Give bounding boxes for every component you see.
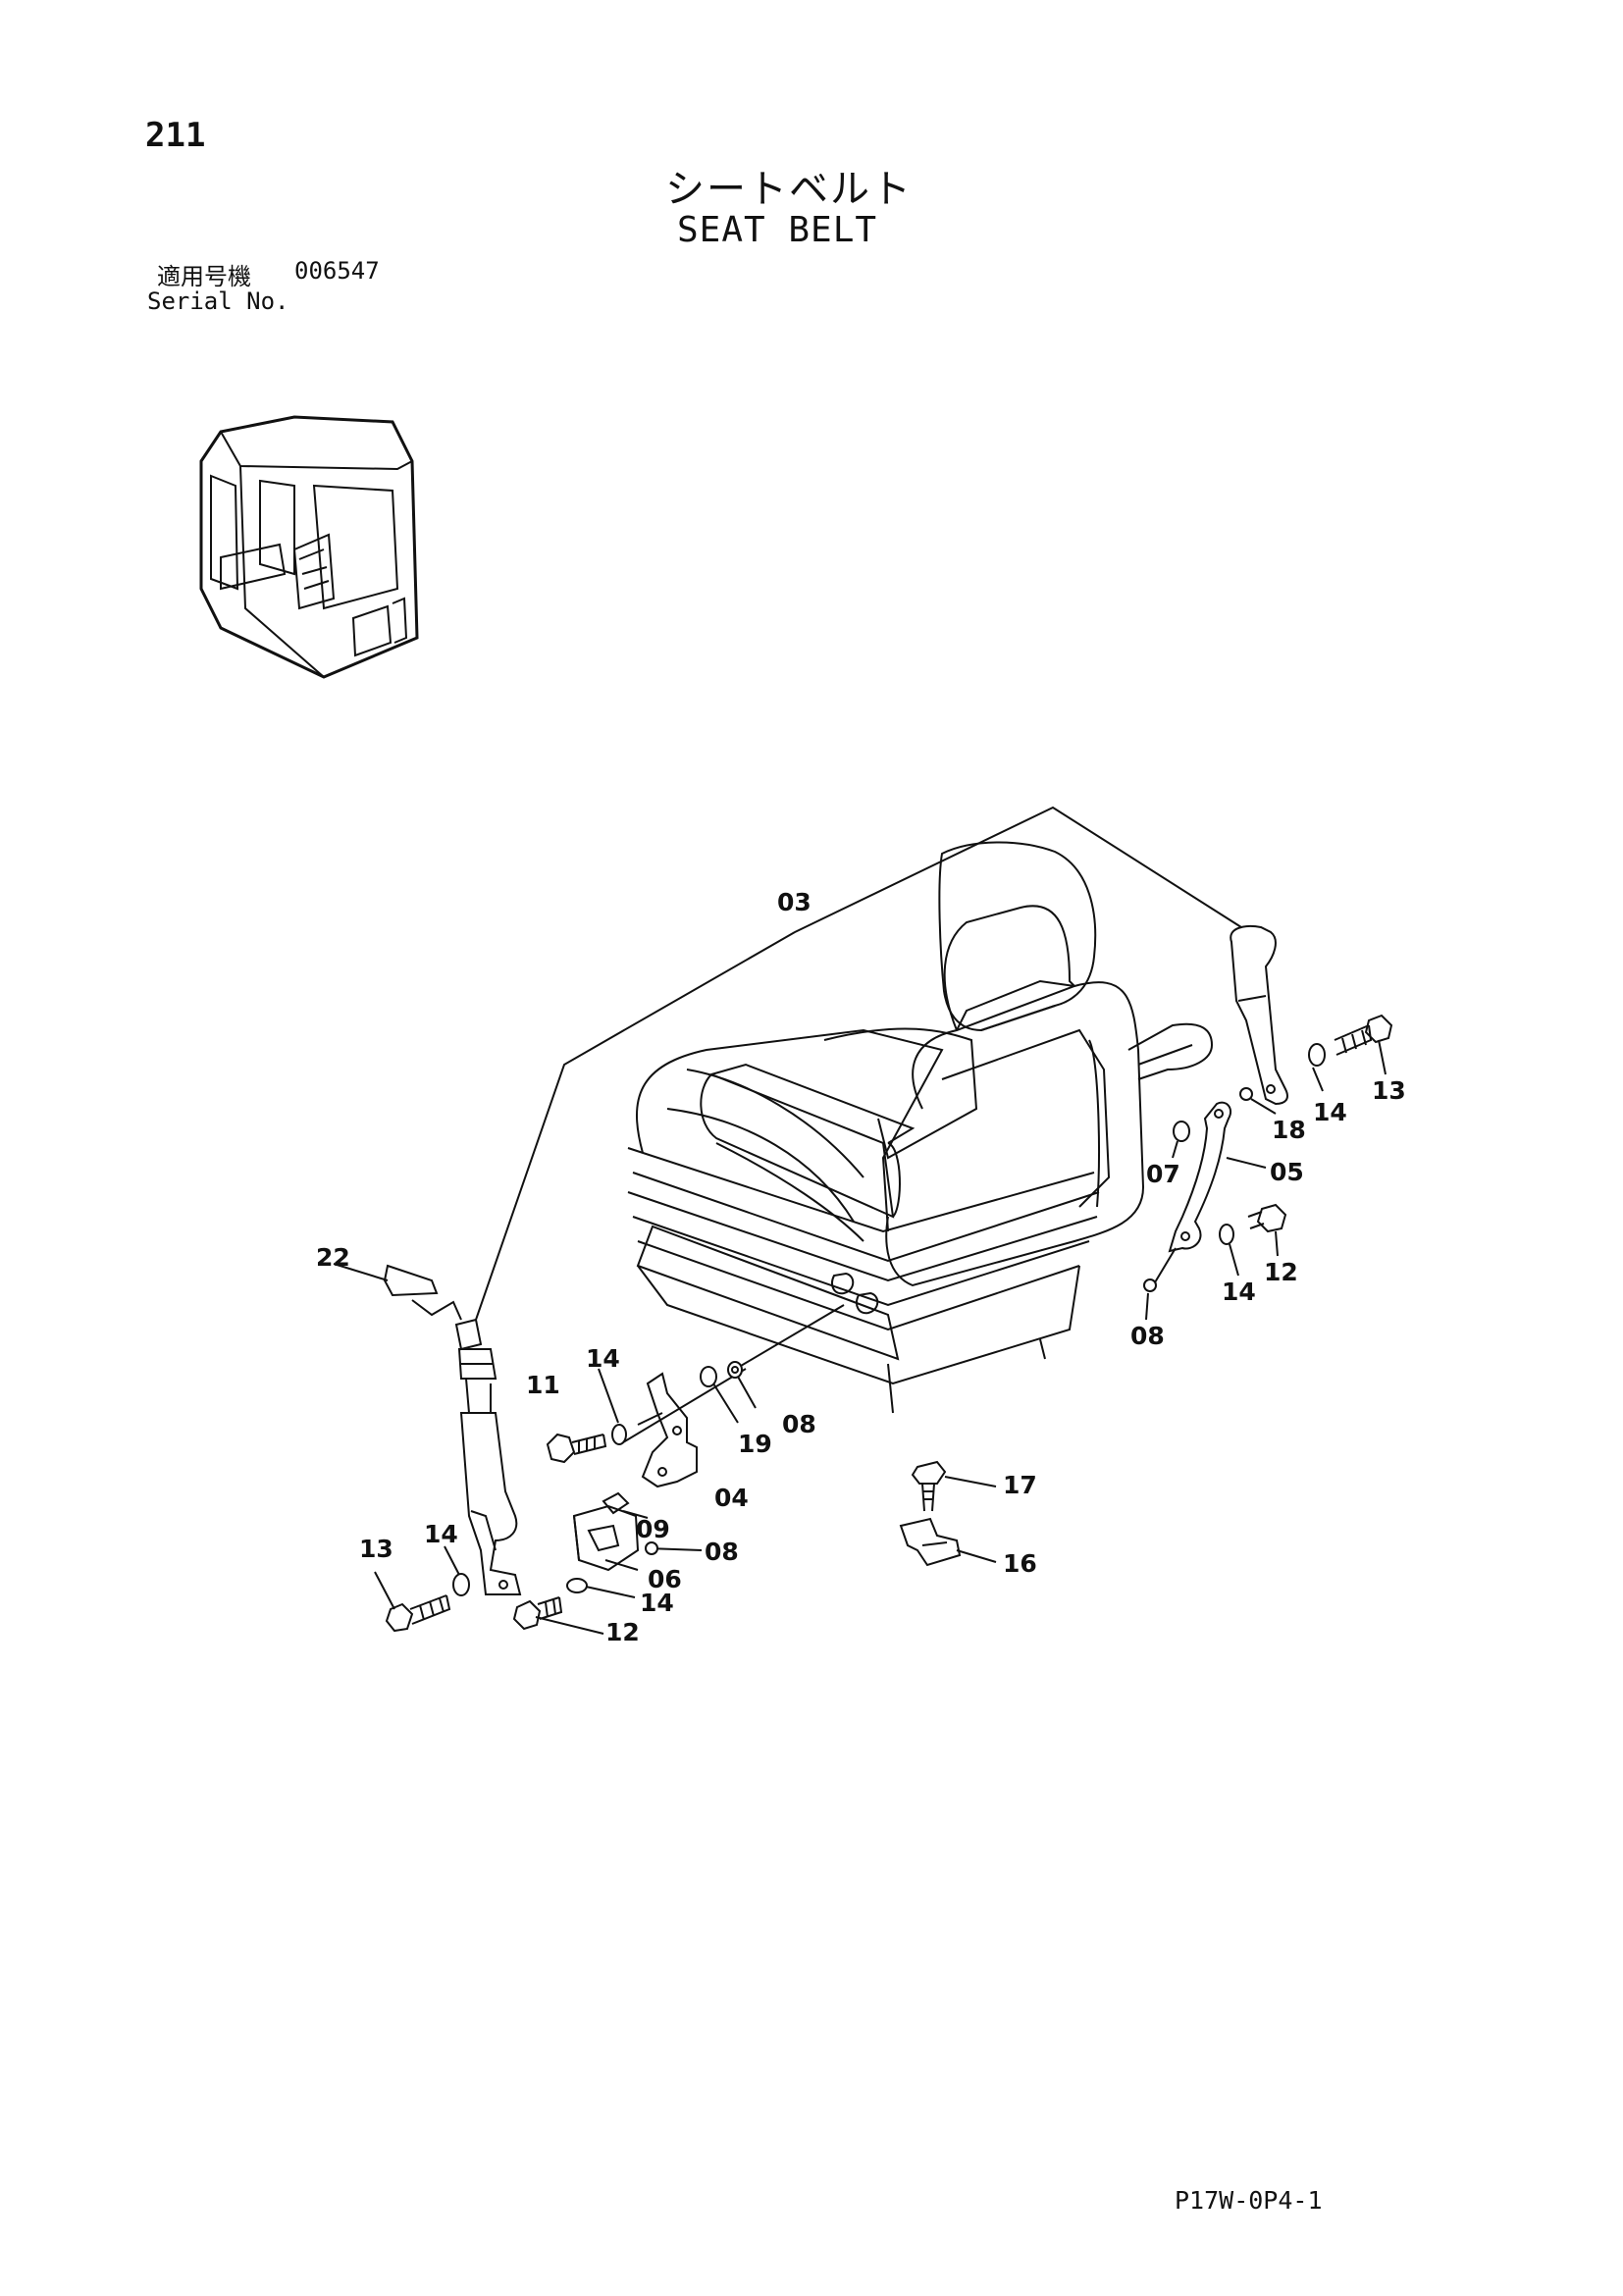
part-12-bolt-right <box>1219 1203 1287 1277</box>
part-13-bolt-left <box>374 1545 470 1633</box>
callout-07: 07 <box>1146 1160 1180 1188</box>
seat-assembly <box>627 841 1214 1414</box>
callout-14-c: 14 <box>424 1520 458 1548</box>
callout-08-c: 08 <box>1130 1322 1165 1350</box>
part-11-bolt <box>546 1424 627 1464</box>
part-05-strap <box>1168 1101 1267 1253</box>
title-japanese: シートベルト <box>665 167 913 212</box>
callout-13-b: 13 <box>1372 1076 1406 1105</box>
callout-22: 22 <box>316 1243 350 1272</box>
callout-18: 18 <box>1272 1116 1306 1144</box>
callout-19: 19 <box>738 1430 772 1458</box>
part-13-bolt-right <box>1308 1014 1393 1092</box>
leader-19-08 <box>712 1376 757 1424</box>
callout-12-b: 12 <box>1264 1258 1298 1286</box>
callout-16: 16 <box>1003 1549 1037 1578</box>
callout-06: 06 <box>648 1565 682 1593</box>
callout-14-b: 14 <box>640 1589 674 1617</box>
leader-03 <box>475 806 1242 1321</box>
part-19-washer <box>700 1304 845 1387</box>
callout-08-a: 08 <box>782 1410 816 1438</box>
part-04-bracket <box>641 1372 698 1488</box>
page-number: 211 <box>145 116 206 155</box>
callout-11: 11 <box>526 1371 560 1399</box>
part-16-bracket <box>899 1517 997 1567</box>
part-07-spacer <box>1172 1121 1190 1159</box>
callout-05: 05 <box>1270 1158 1304 1186</box>
callout-03: 03 <box>777 888 812 916</box>
part-06-buckle-bracket <box>572 1504 640 1572</box>
callout-14-d: 14 <box>1313 1098 1347 1126</box>
part-08-nut-right <box>1143 1247 1177 1321</box>
part-09-spacer <box>602 1491 630 1515</box>
left-belt-strap <box>454 1318 522 1595</box>
callout-08-b: 08 <box>705 1538 739 1566</box>
callout-09: 09 <box>636 1515 670 1543</box>
right-belt-strap <box>1230 924 1288 1106</box>
drawing-code: P17W-0P4-1 <box>1175 2186 1323 2215</box>
part-22-cap <box>333 1263 462 1321</box>
callout-14-a: 14 <box>586 1344 620 1373</box>
callout-14-e: 14 <box>1222 1278 1256 1306</box>
callout-13-a: 13 <box>359 1535 393 1563</box>
part-18-nut <box>1239 1087 1277 1115</box>
callout-04: 04 <box>714 1484 749 1512</box>
part-17-bolt <box>911 1460 997 1512</box>
serial-value: 006547 <box>294 257 380 285</box>
cab-thumbnail <box>199 415 419 679</box>
leader-lines-lower <box>585 1510 703 1598</box>
serial-label-japanese: 適用号機 <box>157 263 251 290</box>
leader-lines-left <box>598 1368 747 1443</box>
part-12-bolt-left <box>512 1578 604 1635</box>
callout-17: 17 <box>1003 1471 1037 1499</box>
nut-08-lower <box>645 1541 658 1555</box>
callout-12-a: 12 <box>605 1618 640 1646</box>
title-english: SEAT BELT <box>677 210 878 250</box>
serial-label-english: Serial No. <box>147 287 289 315</box>
